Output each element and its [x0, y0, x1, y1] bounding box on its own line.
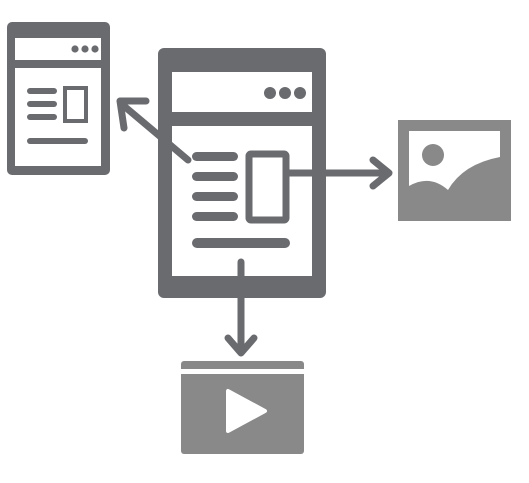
arrow-to-small-document-icon	[116, 97, 192, 164]
small-document-icon	[7, 22, 110, 175]
image-icon	[398, 120, 511, 221]
arrow-to-video-icon	[224, 258, 258, 357]
video-play-icon	[181, 361, 304, 454]
main-document-icon	[158, 48, 326, 298]
arrow-to-image-icon	[284, 156, 393, 190]
